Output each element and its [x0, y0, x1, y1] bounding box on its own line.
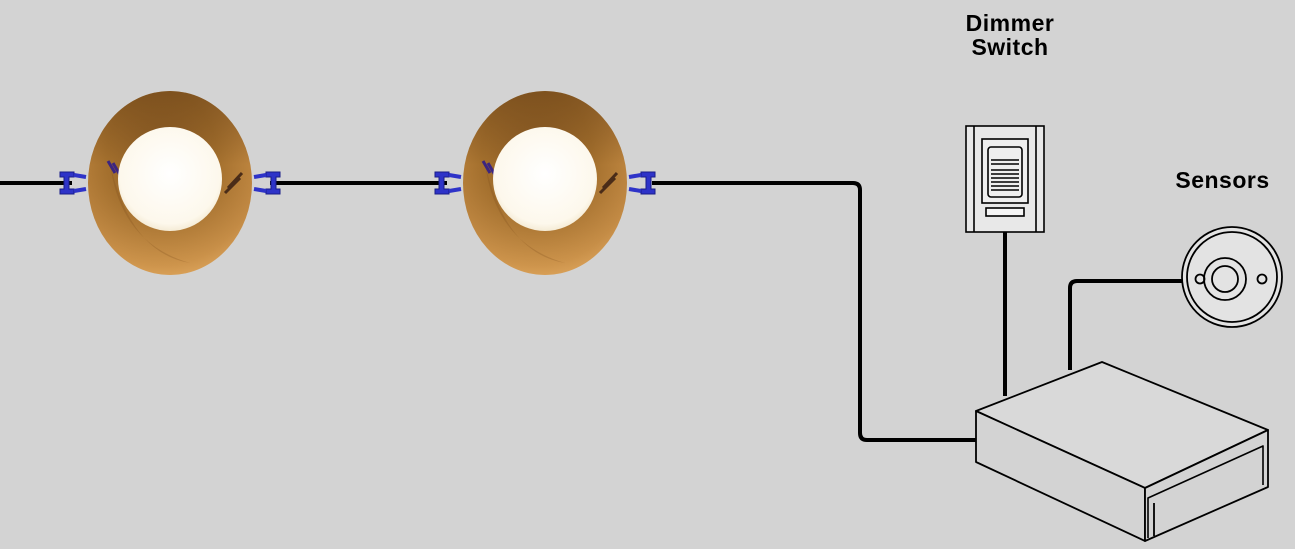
wire-sensor-to-driver — [1068, 279, 1183, 370]
dimmer-switch-icon — [965, 125, 1045, 233]
wires — [0, 181, 1183, 442]
dimmer-switch-label: Dimmer Switch — [965, 10, 1055, 60]
sensors-label: Sensors — [1175, 167, 1270, 193]
downlight-2 — [434, 91, 656, 275]
motion-sensor-icon — [1181, 226, 1283, 328]
wire-light2-to-driver — [652, 181, 978, 442]
downlight-1 — [59, 91, 281, 275]
recessed-downlight-icon — [88, 91, 252, 275]
recessed-downlight-icon — [463, 91, 627, 275]
driver-box-icon — [975, 361, 1269, 542]
